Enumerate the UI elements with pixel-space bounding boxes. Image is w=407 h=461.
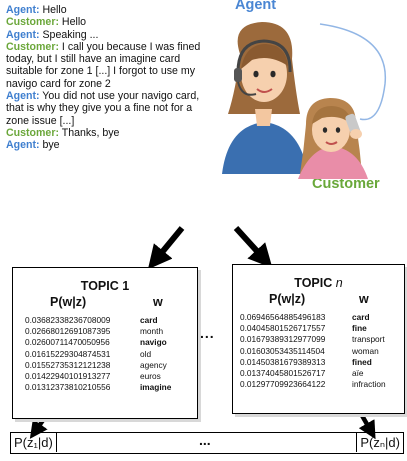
dialogue-line: Customer: Thanks, bye	[6, 127, 211, 139]
topic-distribution-bar: P(z₁|d) ... P(zₙ|d)	[10, 432, 404, 454]
topic-word: card	[352, 312, 370, 322]
word-probability: 0.02600711470050956	[25, 337, 110, 348]
topic-word-row: 0.01679389312977099 transport	[240, 334, 386, 345]
topic-word: fine	[352, 323, 367, 334]
utterance-text: I call you because I was fined today, bu…	[6, 40, 201, 90]
topic-word: old	[140, 348, 152, 359]
speaker-label: Customer:	[6, 40, 59, 53]
topic-word-row: 0.01603053435114504 woman	[240, 346, 386, 357]
word-probability: 0.01450381679389313	[240, 356, 326, 367]
topic-word: euros	[140, 371, 161, 382]
word-column-header: w	[359, 292, 369, 306]
topic-word-row: 0.01422940101913277 euros	[25, 371, 171, 382]
topics-ellipsis: ...	[200, 325, 215, 341]
word-probability: 0.04045801526717557	[240, 323, 326, 334]
topic-word: agency	[140, 359, 167, 370]
speaker-label: Customer:	[6, 126, 59, 139]
topic-word: infraction	[352, 379, 386, 390]
utterance-text: You did not use your navigo card, that i…	[6, 90, 200, 127]
customer-figure	[298, 98, 368, 179]
utterance-text: Hello	[39, 4, 67, 16]
phone-line	[319, 23, 387, 121]
customer-label: Customer	[312, 176, 380, 192]
topic-word: woman	[352, 345, 379, 356]
topic-word-row: 0.04045801526717557 fine	[240, 323, 386, 334]
topic-1-probability-cell: P(z₁|d)	[11, 433, 57, 452]
utterance-text: Speaking ...	[39, 28, 99, 41]
topic-word-row: 0.03682338236708009 card	[25, 315, 171, 326]
column-headers: P(w|z) w	[233, 292, 404, 308]
word-probability: 0.01297709923664122	[240, 379, 326, 390]
topic-title: TOPIC n	[294, 276, 343, 290]
topic-n-probability-cell: P(zₙ|d)	[356, 433, 403, 452]
word-probability: 0.02668012691087395	[25, 326, 111, 337]
arrow-to-topic-n	[233, 225, 273, 269]
prob-column-header: P(w|z)	[50, 295, 87, 309]
dialogue-line: Customer: I call you because I was fined…	[6, 41, 211, 90]
topic-word-row: 0.01450381679389313 fined	[240, 357, 386, 368]
topic-word: month	[140, 326, 164, 337]
topic-1-box: TOPIC 1 P(w|z) w 0.03682338236708009 card…	[12, 267, 198, 419]
arrow-topic-n-to-bar	[358, 410, 376, 440]
word-probability: 0.01679389312977099	[240, 334, 326, 345]
topic-word-row: 0.01374045801526717 aïe	[240, 368, 386, 379]
topic-word: transport	[352, 334, 385, 345]
speaker-label: Agent:	[6, 28, 40, 41]
word-probability: 0.01615229304874531	[25, 348, 111, 359]
topic-title: TOPIC 1	[80, 279, 130, 293]
word-probability: 0.01603053435114504	[240, 345, 325, 356]
topic-n-box: TOPIC n P(w|z) w 0.06946564885496183 card…	[232, 264, 405, 414]
word-probability: 0.01552735312121238	[25, 359, 111, 370]
dialogue-line: Agent: You did not use your navigo card,…	[6, 90, 211, 127]
agent-label: Agent	[235, 0, 277, 13]
topic-word-row: 0.01615229304874531 old	[25, 349, 171, 360]
bar-ellipsis: ...	[199, 432, 211, 448]
topic-word: fined	[352, 356, 372, 367]
word-probability: 0.01422940101913277	[25, 371, 111, 382]
topic-word: imagine	[140, 382, 172, 393]
word-probability: 0.03682338236708009	[25, 315, 111, 325]
topic-word-row: 0.01552735312121238 agency	[25, 360, 171, 371]
word-column-header: w	[153, 295, 163, 309]
dialogue-line: Agent: Speaking ...	[6, 29, 211, 41]
prob-column-header: P(w|z)	[269, 292, 306, 306]
utterance-text: Thanks, bye	[58, 126, 120, 139]
speaker-label: Agent:	[6, 4, 40, 16]
dialogue-line: Agent: Hello	[6, 4, 211, 16]
topic-word: navigo	[140, 337, 167, 348]
word-probability: 0.01312373810210556	[25, 382, 111, 393]
topic-word: card	[140, 315, 158, 325]
topic-word-row: 0.01297709923664122 infraction	[240, 379, 386, 390]
agent-figure	[222, 22, 308, 174]
agent-customer-illustration	[222, 22, 387, 179]
column-headers: P(w|z) w	[13, 295, 197, 311]
topic-word-row: 0.02668012691087395 month	[25, 326, 171, 337]
speaker-label: Agent:	[6, 139, 40, 152]
word-probability: 0.06946564885496183	[240, 312, 326, 322]
arrow-to-topic-1	[147, 226, 185, 270]
word-probability: 0.01374045801526717	[240, 368, 326, 379]
utterance-text: Hello	[58, 16, 87, 29]
speaker-label: Agent:	[6, 90, 40, 103]
dialogue-line: Agent: bye	[6, 139, 211, 151]
dialogue-line: Customer: Hello	[6, 16, 211, 28]
speaker-label: Customer:	[6, 16, 59, 29]
topic-word-row: 0.06946564885496183 card	[240, 312, 386, 323]
topic-word: aïe	[352, 368, 364, 379]
topic-word-row: 0.01312373810210556 imagine	[25, 382, 171, 393]
utterance-text: bye	[39, 139, 60, 152]
topic-word-row: 0.02600711470050956 navigo	[25, 337, 171, 348]
